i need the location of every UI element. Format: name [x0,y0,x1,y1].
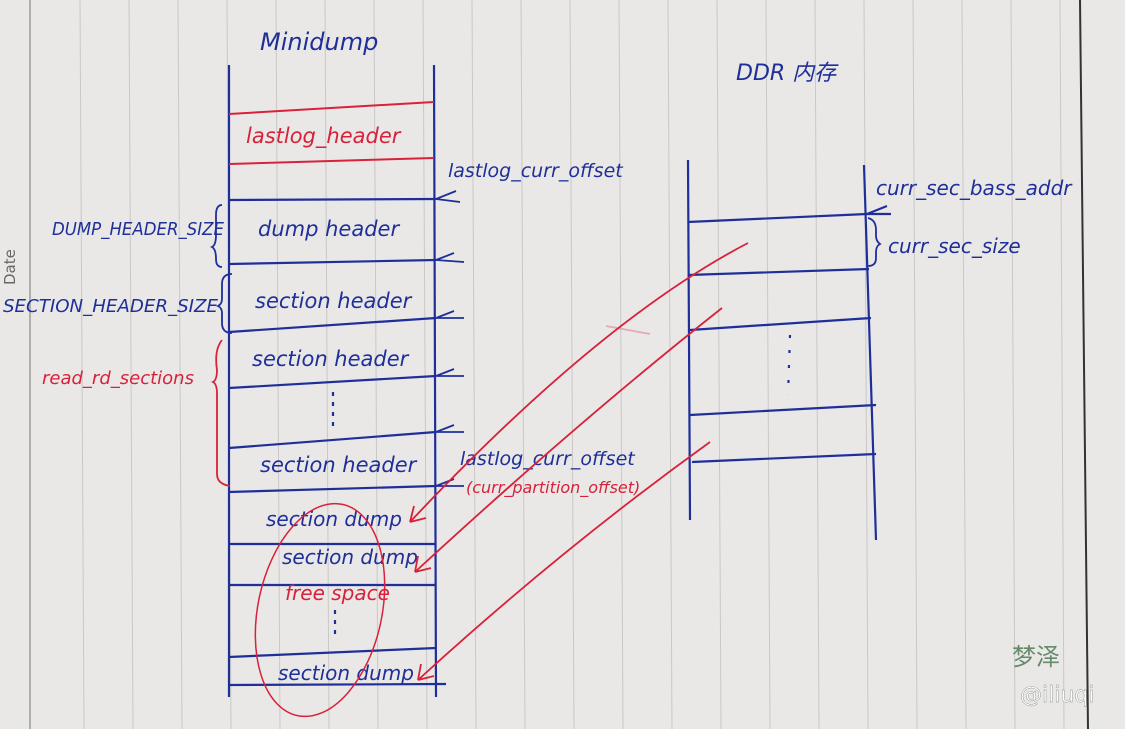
paper-rule-line [128,0,134,729]
read-rd-sections-label: read_rd_sections [42,368,194,389]
copy-arrow [417,441,711,681]
paper-rule-line [520,0,526,729]
paper-rule-line [814,0,820,729]
lastlog-curr-offset-label: lastlog_curr_offset [448,160,624,182]
lastlog-header-label: lastlog_header [246,124,402,149]
section-header-label: section header [255,289,413,313]
paper-rule-line [618,0,624,729]
dump-header-size-label: DUMP_HEADER_SIZE [52,219,225,240]
date-label: Date [1,249,19,285]
paper-rule-line [912,0,918,729]
paper-rule-line [177,0,183,729]
copy-arrows [409,242,749,681]
paper-rule-line [373,0,379,729]
paper-rule-line [667,0,673,729]
section-dump-label: section dump [282,545,418,569]
section-dump-label: section dump [266,507,402,531]
paper-rule-line [1059,0,1065,729]
curr-sec-base-addr-label: curr_sec_bass_addr [876,176,1073,200]
paper-rule-line [79,0,85,729]
free-space-label: free space [285,581,390,605]
minidump-title: Minidump [260,28,378,56]
paper-rule-line [961,0,967,729]
section-header-size-label: SECTION_HEADER_SIZE [3,296,219,317]
copy-arrow [409,242,749,523]
section-header-brace [215,273,233,334]
paper-rule-line [471,0,477,729]
offset-arrows [435,190,465,487]
copy-arrow [414,307,723,573]
paper-rule-line [716,0,722,729]
curr-sec-size-label: curr_sec_size [888,234,1021,258]
curr-sec-size-brace [867,217,882,267]
paper-rule-line [275,0,281,729]
lastlog-header-block [228,101,435,165]
watermark: 梦泽 @iliuqi [1012,643,1095,708]
watermark-logo: 梦泽 [1012,643,1060,671]
watermark-handle: @iliuqi [1020,683,1094,708]
paper-rule-line [324,0,330,729]
ddr-memory-column [686,159,891,541]
curr-partition-offset-label: (curr_partition_offset) [466,478,640,498]
section-dump-label: section dump [278,661,414,685]
paper-rule-line [422,0,428,729]
dump-header-brace [209,204,223,268]
section-header-label: section header [260,453,418,477]
lastlog-curr-offset-label: lastlog_curr_offset [460,448,636,470]
section-header-label: section header [252,347,410,371]
free-space-circle [254,502,386,718]
paper-rule-line [1010,0,1016,729]
read-sections-brace [210,339,231,487]
ddr-title: DDR 内存 [736,61,839,86]
paper-rule-line [863,0,869,729]
dump-header-label: dump header [258,217,400,241]
paper-rule-line [765,0,771,729]
minidump-column [227,64,447,698]
paper-rule-line [569,0,575,729]
